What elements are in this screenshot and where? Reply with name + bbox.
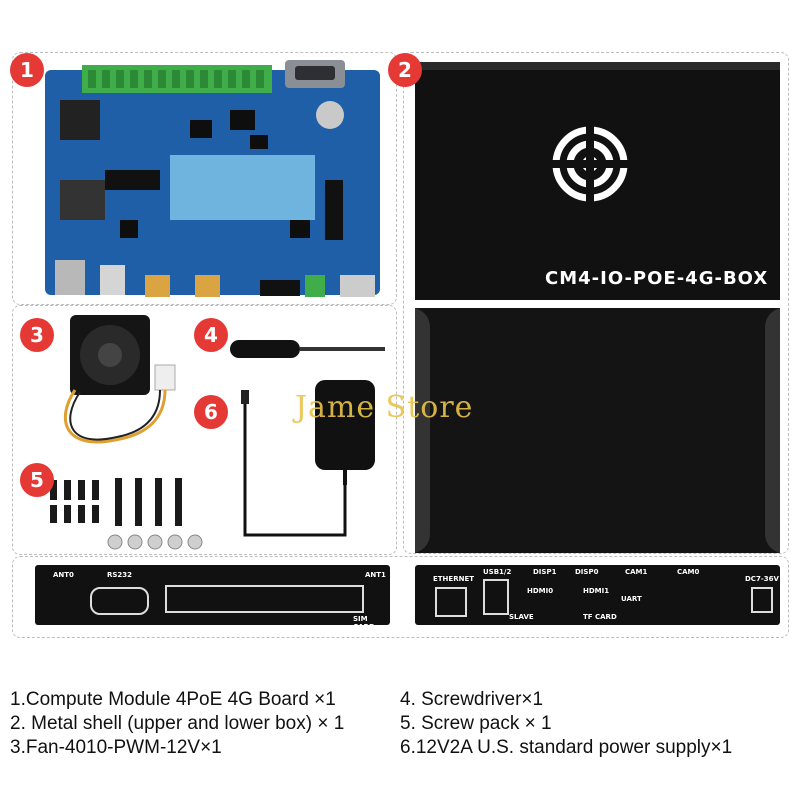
metal-box-bottom: [415, 308, 780, 553]
plate-uart: UART: [621, 595, 642, 603]
caption-item-6: 6.12V2A U.S. standard power supply×1: [400, 737, 733, 758]
plate-dc: DC7-36V: [745, 575, 779, 583]
plates-frame: [12, 556, 789, 638]
caption-item-2: 2. Metal shell (upper and lower box) × 1: [10, 713, 345, 734]
plate-ant1: ANT1: [365, 571, 386, 579]
screwdriver-image: [230, 340, 385, 358]
plate-tfcard: TF CARD: [583, 613, 617, 621]
plate-usb: USB1/2: [483, 568, 512, 576]
power-supply-image: [241, 380, 375, 537]
plate-disp1: DISP1: [533, 568, 557, 576]
badge-3: 3: [20, 318, 54, 352]
plate-hdmi0: HDMI0: [527, 587, 554, 595]
fan-grille-icon: [548, 122, 632, 206]
plate-ethernet-port: [435, 587, 467, 617]
screw-pack-image: [50, 478, 203, 550]
badge-2: 2: [388, 53, 422, 87]
badge-5: 5: [20, 463, 54, 497]
badge-4: 4: [194, 318, 228, 352]
plate-db9-port: [90, 587, 149, 615]
watermark: Jame Store: [295, 390, 474, 425]
plate-sim: SIM CARD: [353, 615, 375, 631]
box-frame: [403, 52, 789, 554]
plate-cam1: CAM1: [625, 568, 648, 576]
caption-item-1: 1.Compute Module 4PoE 4G Board ×1: [10, 689, 336, 710]
plate-ethernet: ETHERNET: [433, 575, 475, 583]
caption-item-5: 5. Screw pack × 1: [400, 713, 552, 734]
plate-hdmi1: HDMI1: [583, 587, 610, 595]
plate-disp0: DISP0: [575, 568, 599, 576]
board-frame: [12, 52, 397, 305]
plate-dc-port: [751, 587, 773, 613]
right-port-plate: ETHERNET USB1/2 DISP1 DISP0 CAM1 CAM0 HD…: [415, 565, 780, 625]
plate-slave: SLAVE: [509, 613, 534, 621]
cm4-board-image: [45, 60, 380, 297]
caption-item-3: 3.Fan-4010-PWM-12V×1: [10, 737, 222, 758]
badge-6: 6: [194, 395, 228, 429]
plate-terminal-slot: [165, 585, 364, 613]
fan-image: [64, 315, 176, 444]
plate-cam0: CAM0: [677, 568, 700, 576]
accessories-frame: [12, 305, 397, 555]
caption-item-4: 4. Screwdriver×1: [400, 689, 544, 710]
badge-1: 1: [10, 53, 44, 87]
plate-ant0: ANT0: [53, 571, 74, 579]
left-port-plate: ANT0 RS232 ANT1 SIM CARD: [35, 565, 390, 631]
plate-usb-port: [483, 579, 509, 615]
plate-rs232: RS232: [107, 571, 133, 579]
box-label: CM4-IO-POE-4G-BOX: [545, 268, 769, 289]
